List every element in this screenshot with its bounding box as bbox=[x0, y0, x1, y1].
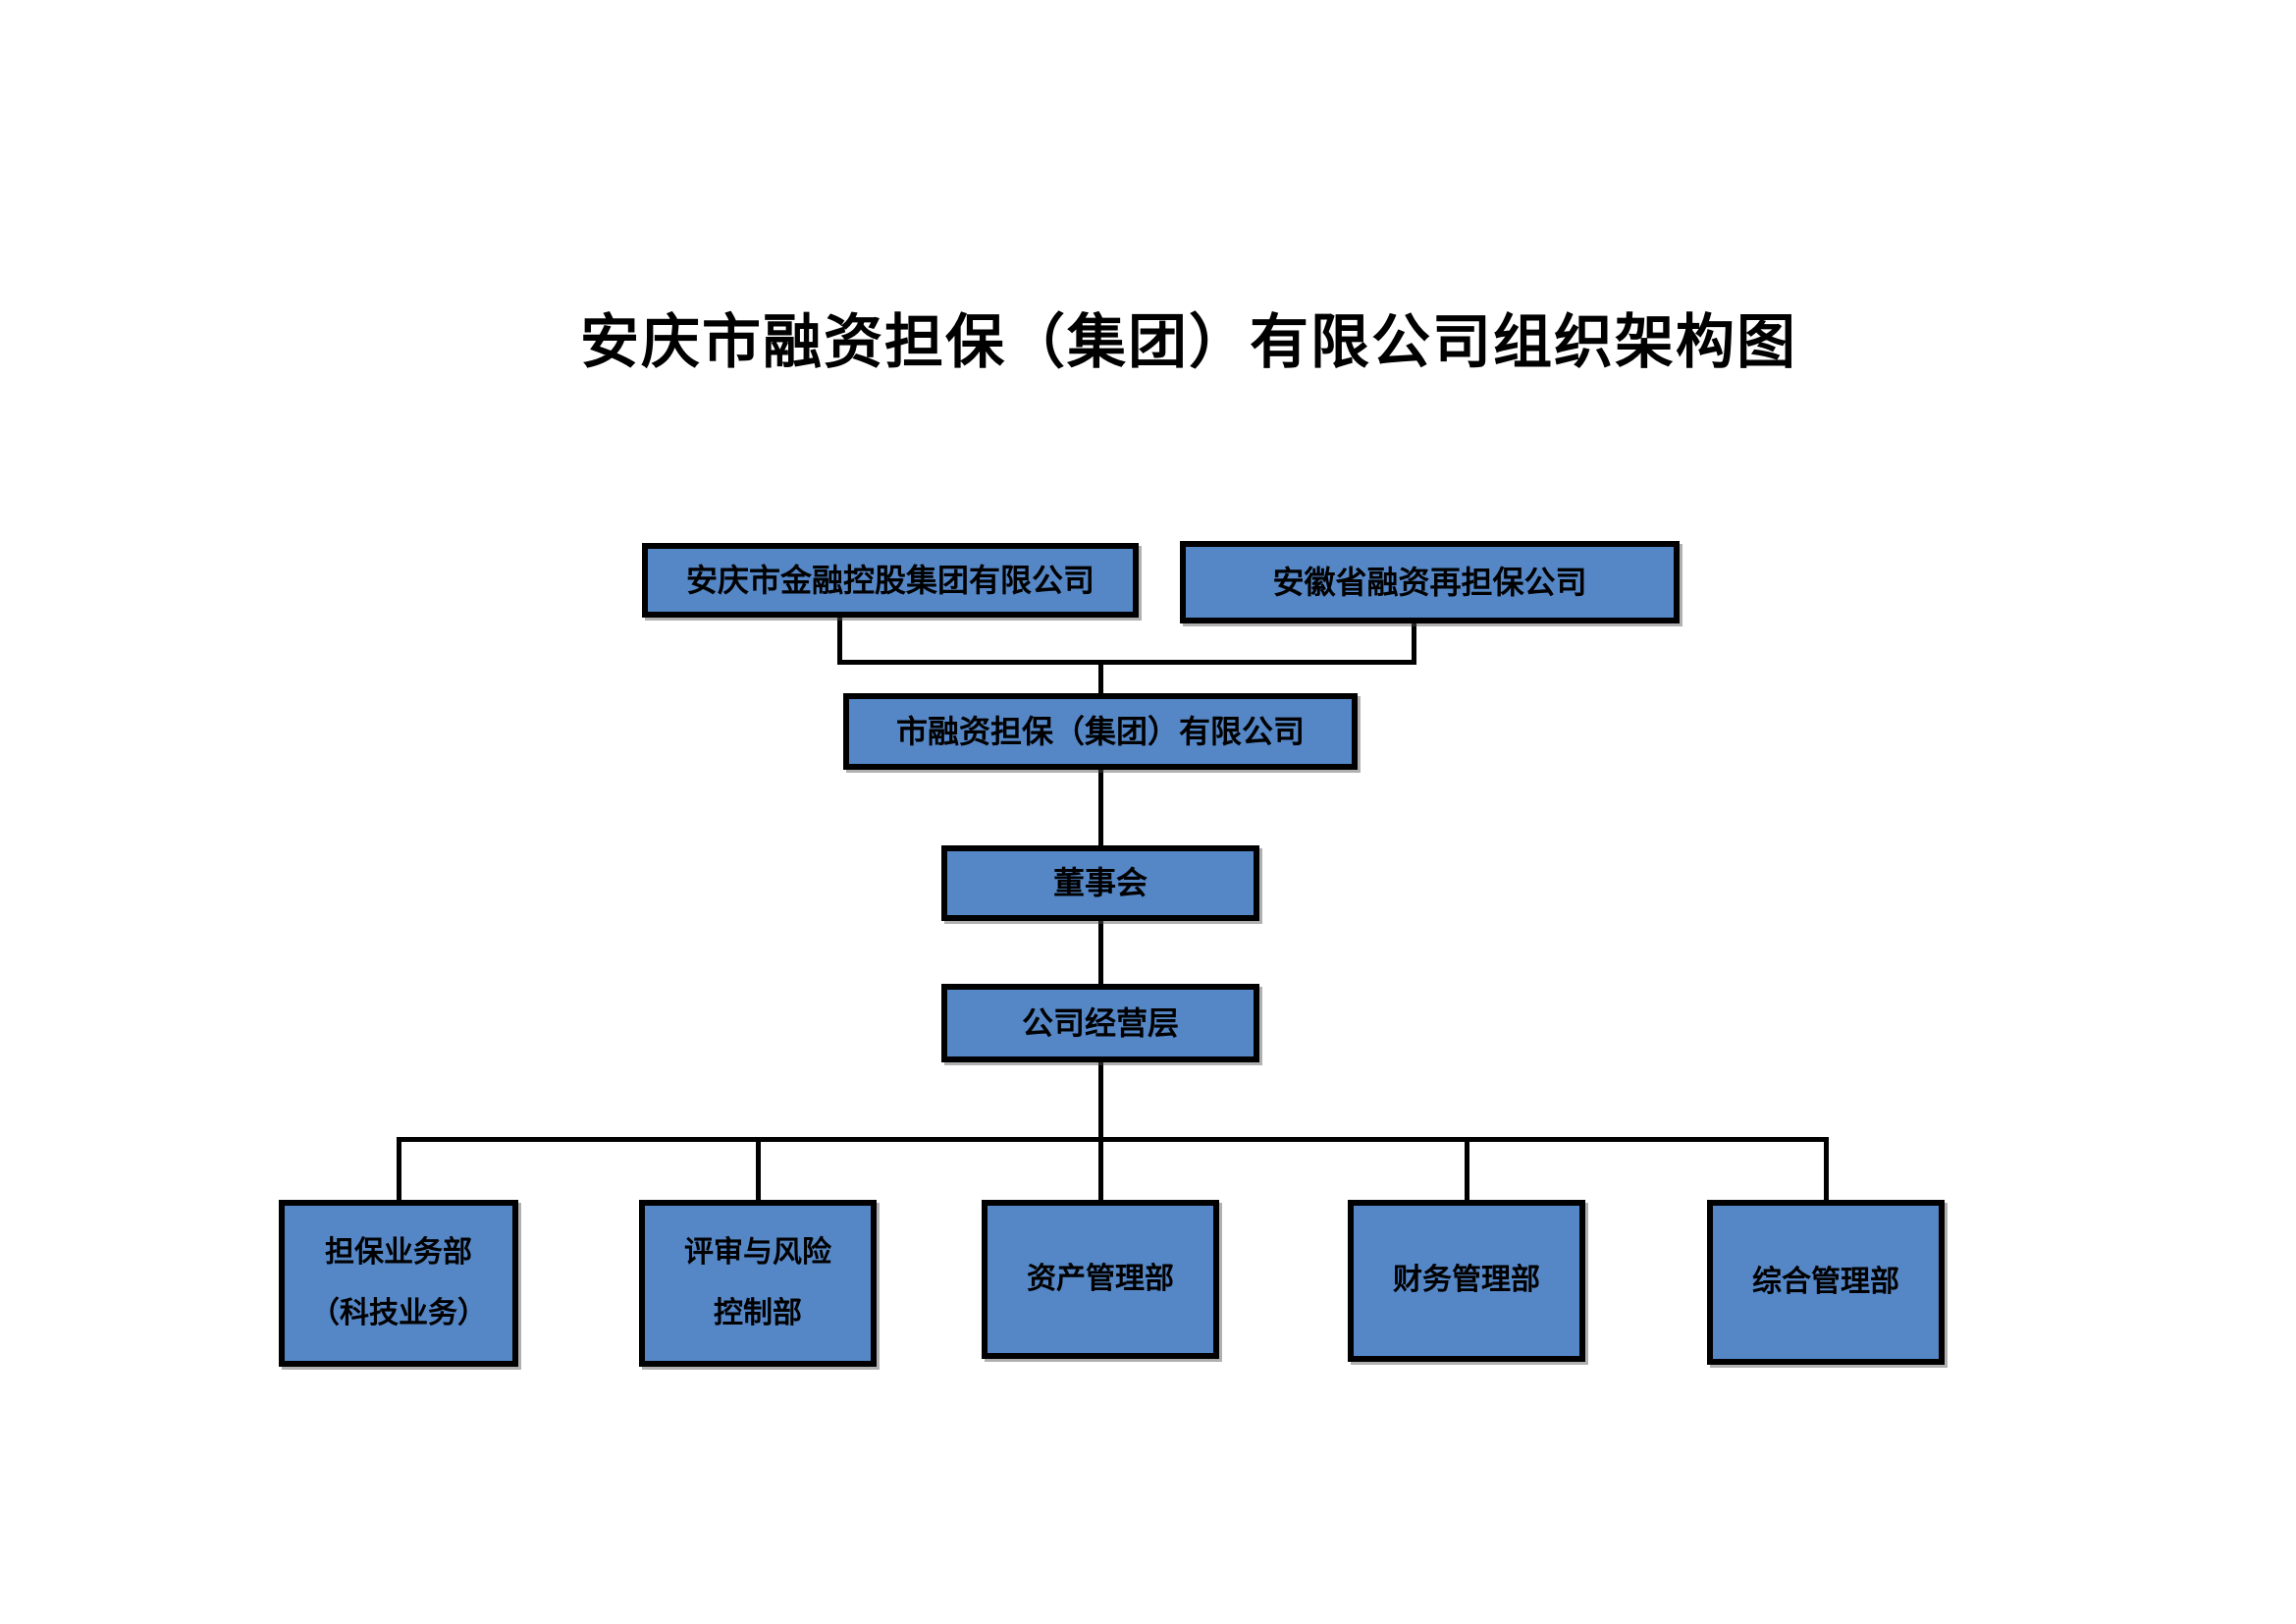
connector-dept-general-drop bbox=[1824, 1137, 1829, 1202]
org-box-dept-review-risk-control: 评审与风险 控制部 bbox=[639, 1200, 877, 1367]
org-box-label: 董事会 bbox=[1052, 865, 1148, 901]
connector-bottom-rail bbox=[397, 1137, 1829, 1142]
org-box-label: 公司经营层 bbox=[1021, 1004, 1179, 1041]
org-box-dept-finance-management: 财务管理部 bbox=[1348, 1200, 1585, 1362]
org-box-label: 安徽省融资再担保公司 bbox=[1272, 564, 1587, 600]
org-box-label-line: 担保业务部 bbox=[325, 1235, 472, 1269]
connector-dept-guarantee-drop bbox=[397, 1137, 401, 1202]
connector-company-to-board bbox=[1098, 768, 1103, 847]
connector-dept-asset-drop bbox=[1098, 1137, 1103, 1202]
org-box-label-line: （科技业务） bbox=[310, 1297, 487, 1329]
connector-board-to-management bbox=[1098, 919, 1103, 986]
org-box-dept-asset-management: 资产管理部 bbox=[982, 1200, 1219, 1359]
connector-top-rail bbox=[837, 660, 1416, 665]
connector-parent-right-drop bbox=[1412, 622, 1416, 662]
org-box-board-of-directors: 董事会 bbox=[941, 845, 1259, 921]
org-box-management-level: 公司经营层 bbox=[941, 984, 1259, 1062]
org-box-parent-holding-company: 安庆市金融控股集团有限公司 bbox=[642, 543, 1139, 618]
org-box-label-line: 控制部 bbox=[714, 1297, 802, 1329]
org-box-label: 安庆市金融控股集团有限公司 bbox=[685, 562, 1095, 598]
connector-parent-left-drop bbox=[837, 616, 842, 662]
chart-title: 安庆市融资担保（集团）有限公司组织架构图 bbox=[580, 310, 1797, 375]
org-box-label-line: 资产管理部 bbox=[1027, 1262, 1174, 1295]
org-box-company: 市融资担保（集团）有限公司 bbox=[843, 693, 1358, 770]
connector-dept-finance-drop bbox=[1465, 1137, 1469, 1202]
org-box-dept-general-management: 综合管理部 bbox=[1707, 1200, 1945, 1365]
org-box-label-line: 综合管理部 bbox=[1752, 1265, 1899, 1298]
connector-management-drop bbox=[1098, 1060, 1103, 1141]
connector-dept-review-drop bbox=[756, 1137, 761, 1202]
org-box-label-line: 评审与风险 bbox=[684, 1235, 831, 1269]
connector-company-drop bbox=[1098, 660, 1103, 695]
org-box-parent-reguarantee-company: 安徽省融资再担保公司 bbox=[1180, 541, 1680, 623]
org-box-label-line: 财务管理部 bbox=[1393, 1264, 1540, 1297]
org-box-dept-guarantee-business: 担保业务部 （科技业务） bbox=[279, 1200, 518, 1367]
org-box-label: 市融资担保（集团）有限公司 bbox=[895, 713, 1305, 749]
